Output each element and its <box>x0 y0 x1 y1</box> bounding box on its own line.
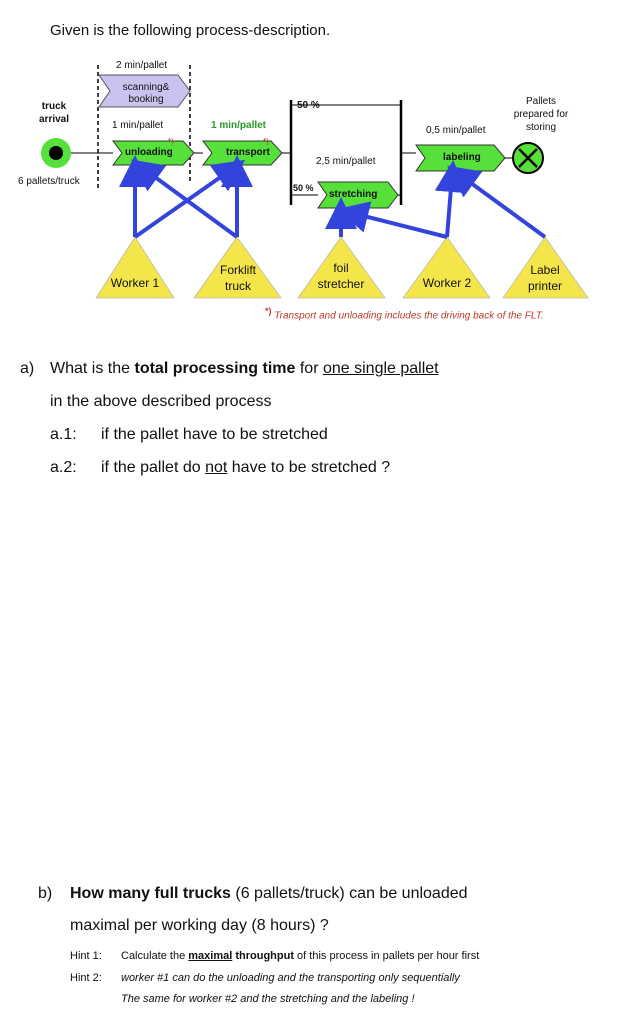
transport-time-label: 1 min/pallet <box>211 120 267 131</box>
stretching-time-label: 2,5 min/pallet <box>316 156 376 167</box>
hint3-text: The same for worker #2 and the stretchin… <box>121 993 415 1005</box>
footnote: *) Transport and unloading includes the … <box>265 306 544 322</box>
hint2-label: Hint 2: <box>70 972 102 984</box>
hint2-text: worker #1 can do the unloading and the t… <box>121 972 460 984</box>
resource-foil-stretcher <box>297 236 386 299</box>
question-a1-number: a.1: <box>50 426 77 443</box>
question-a-line2: in the above described process <box>50 393 272 410</box>
stretching-label: stretching <box>329 189 378 200</box>
truck-arrival-label: truck arrival <box>38 101 70 125</box>
resource-label-worker1: Worker 1 <box>110 276 160 290</box>
resource-label-worker2: Worker 2 <box>422 276 472 290</box>
hint1-label: Hint 1: <box>70 950 102 962</box>
process-diagram: truck arrival 6 pallets/truck 2 min/pall… <box>0 55 617 330</box>
resource-arrows <box>119 155 547 239</box>
transport-label: transport <box>226 147 270 158</box>
question-b-letter: b) <box>38 885 53 902</box>
resource-forklift <box>193 236 282 299</box>
resource-label-forklift: Forklift truck <box>220 263 256 293</box>
question-b-line2: maximal per working day (8 hours) ? <box>70 917 329 934</box>
question-b-line1: How many full trucks (6 pallets/truck) c… <box>70 885 468 902</box>
question-a2-number: a.2: <box>50 459 77 476</box>
labeling-time-label: 0,5 min/pallet <box>426 125 486 136</box>
start-node-inner <box>49 146 63 160</box>
footnote-mark-unloading: *) <box>168 137 174 146</box>
split-pct-bottom: 50 % <box>293 183 314 193</box>
scanning-chevron <box>98 74 191 108</box>
scanning-time-label: 2 min/pallet <box>116 60 168 71</box>
resource-label-printer <box>502 236 589 299</box>
unloading-label: unloading <box>125 147 173 158</box>
question-a-letter: a) <box>20 360 35 377</box>
pallets-per-truck-label: 6 pallets/truck <box>18 176 80 187</box>
split-pct-top: 50 % <box>297 100 320 111</box>
question-a2-text: if the pallet do not have to be stretche… <box>101 459 391 476</box>
resource-label-foil-stretcher: foil stretcher <box>317 261 365 291</box>
intro-text: Given is the following process-descripti… <box>50 22 331 39</box>
question-a-line1: What is the total processing time for on… <box>50 360 439 377</box>
footnote-mark-transport: *) <box>263 137 269 146</box>
resource-worker1 <box>95 236 175 299</box>
labeling-label: labeling <box>443 152 481 163</box>
end-label: Pallets prepared for storing <box>513 96 569 133</box>
unloading-time-label: 1 min/pallet <box>112 120 164 131</box>
scanning-label: scanning& booking <box>122 82 170 105</box>
question-a1-text: if the pallet have to be stretched <box>101 426 328 443</box>
resource-label-printer: Label printer <box>527 263 562 293</box>
process-diagram-svg <box>41 65 589 299</box>
resource-worker2 <box>402 236 491 299</box>
hint1-text: Calculate the maximal throughput of this… <box>121 950 480 962</box>
